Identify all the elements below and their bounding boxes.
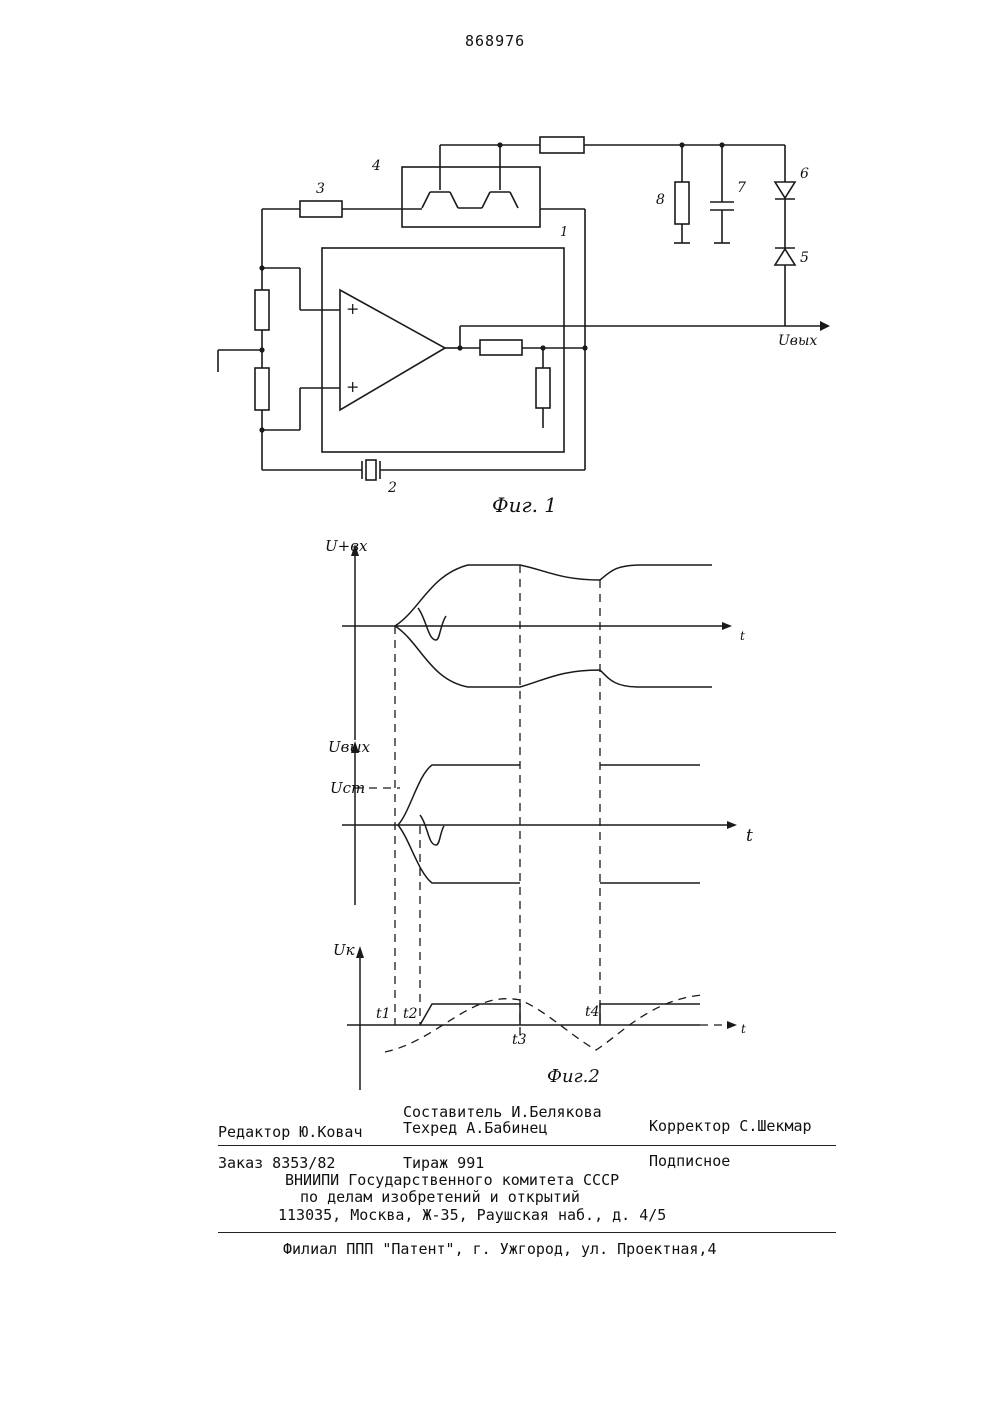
address: 113035, Москва, Ж-35, Раушская наб., д. … xyxy=(278,1206,666,1224)
editor: Редактор Ю.Ковач xyxy=(218,1123,363,1141)
label-4: 4 xyxy=(371,158,381,174)
subscription: Подписное xyxy=(649,1152,730,1170)
plus-bottom: + xyxy=(346,377,359,396)
org-line-1: ВНИИПИ Государственного комитета СССР xyxy=(285,1171,619,1189)
order: Заказ 8353/82 xyxy=(218,1154,335,1172)
timing-diagram: U+вх t Uвых Uст t Uк t t1 t2 t3 t4 Фиг.2 xyxy=(0,520,1000,1100)
plot2-ylabel: Uвых xyxy=(328,738,371,756)
corrector: Корректор С.Шекмар xyxy=(649,1117,812,1135)
t3-label: t3 xyxy=(512,1032,527,1048)
techred: Техред А.Бабинец xyxy=(403,1119,548,1137)
label-2: 2 xyxy=(387,480,397,496)
plus-top: + xyxy=(346,299,359,318)
label-3: 3 xyxy=(316,181,325,197)
label-1: 1 xyxy=(560,225,568,240)
label-7: 7 xyxy=(737,180,746,196)
t2-label: t2 xyxy=(403,1006,418,1022)
plot1-ylabel: U+вх xyxy=(325,537,368,555)
footer-rule-2 xyxy=(218,1232,836,1233)
label-6: 6 xyxy=(800,166,809,182)
plot3-ylabel: Uк xyxy=(333,941,355,959)
branch: Филиал ППП "Патент", г. Ужгород, ул. Про… xyxy=(283,1240,716,1258)
plot2-level: Uст xyxy=(330,779,365,797)
org-line-2: по делам изобретений и открытий xyxy=(300,1188,580,1206)
edition: Тираж 991 xyxy=(403,1154,484,1172)
plot2-xlabel: t xyxy=(746,826,753,846)
t1-label: t1 xyxy=(376,1006,391,1022)
t4-label: t4 xyxy=(585,1004,600,1020)
circuit-diagram: 1 2 3 4 5 6 7 8 + + Uвых Фиг. 1 xyxy=(0,0,1000,520)
fig1-caption: Фиг. 1 xyxy=(492,493,557,517)
plot3-xlabel: t xyxy=(741,1022,746,1036)
footer-rule-1 xyxy=(218,1145,836,1146)
label-5: 5 xyxy=(800,250,809,266)
plot1-xlabel: t xyxy=(740,629,745,643)
label-8: 8 xyxy=(656,192,665,208)
fig2-caption: Фиг.2 xyxy=(547,1066,600,1087)
output-label: Uвых xyxy=(778,333,817,349)
